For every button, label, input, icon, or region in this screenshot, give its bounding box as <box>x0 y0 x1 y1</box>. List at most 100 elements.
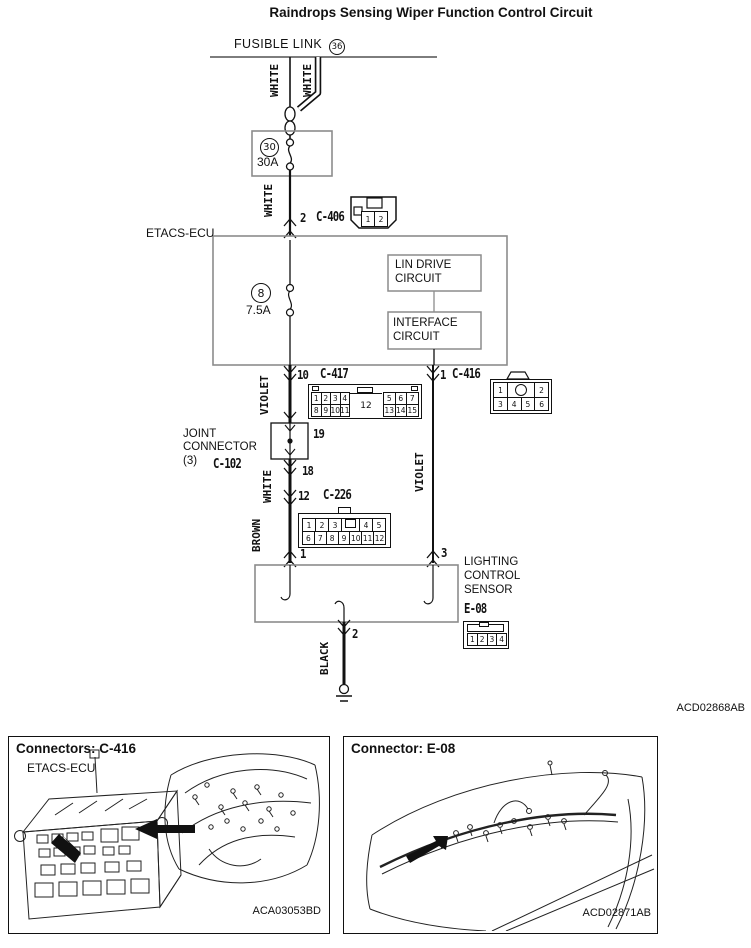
pin-cell: 1 <box>468 634 477 645</box>
fl-terminal-top <box>284 106 296 122</box>
fuse30-terminal-top <box>285 138 295 147</box>
dash-outline-right <box>306 764 320 866</box>
dash-outline-bottom <box>178 864 308 884</box>
sensor-hook-middle <box>334 600 345 609</box>
dash-to-ecu-arrow <box>135 819 195 839</box>
fuse8-element <box>287 290 293 310</box>
ecu-top-detail <box>54 798 148 816</box>
c417-latch-bar <box>349 393 382 394</box>
c416-keyway-circle <box>515 384 527 396</box>
panel-left-component-label: ETACS-ECU <box>27 761 96 775</box>
fl-terminal-bottom <box>284 120 296 136</box>
c226-pin-number: 12 <box>298 488 310 503</box>
fuse8-terminal-bottom <box>285 308 295 317</box>
e08-pin-grid: 1 2 3 4 <box>467 633 507 646</box>
connector-location-panel-c416: Connectors: C-416 ETACS-ECU <box>8 736 330 934</box>
pin-cell: 5 <box>384 393 395 404</box>
pin-cell: 8 <box>312 405 321 416</box>
sensor-name-line2: CONTROL <box>464 570 521 582</box>
pin-cell: 3 <box>494 398 507 410</box>
c226-pin-grid-row1: 1 2 3 4 5 <box>302 518 386 532</box>
sensor-pin-left: 1 <box>300 546 306 561</box>
sensor-hook-right <box>423 597 434 605</box>
dash-harness-stems <box>194 788 274 818</box>
junction-c226 <box>283 489 297 506</box>
etacs-ecu-label: ETACS-ECU <box>146 226 215 240</box>
c406-icon-tab <box>366 197 383 209</box>
sensor-pin-bottom: 2 <box>352 626 358 641</box>
e08-notch <box>479 622 489 627</box>
c416-icon-tab <box>505 371 531 380</box>
wire-label-violet-right: VIOLET <box>413 452 426 492</box>
joint-node-dot <box>287 438 293 444</box>
e08-location-arrow <box>406 836 448 863</box>
wire-label-white-mid: WHITE <box>262 183 275 217</box>
pin-cell: 11 <box>362 532 374 544</box>
interface-line1: INTERFACE <box>393 317 458 329</box>
c417-tab-right <box>411 386 418 391</box>
pin-cell: 3 <box>331 393 340 404</box>
a-pillar-right <box>615 776 646 930</box>
pin-cell: 6 <box>395 393 406 404</box>
ecu-connector-arrow <box>51 834 81 863</box>
pin-cell: 15 <box>407 405 418 416</box>
pin-cell: 9 <box>338 532 350 544</box>
pin-cell: 9 <box>321 405 330 416</box>
pin-cell: 4 <box>340 393 349 404</box>
pin-cell: 2 <box>477 634 487 645</box>
pin-cell: 10 <box>330 405 341 416</box>
fuse8-terminal-top <box>285 283 295 293</box>
joint-inner-arrows <box>284 424 296 456</box>
interface-line2: CIRCUIT <box>393 331 440 343</box>
pin-cell: 1 <box>362 212 374 226</box>
joint-label-line1: JOINT <box>183 428 217 440</box>
c226-latch <box>338 507 351 514</box>
fusible-link-number: 36 <box>329 39 345 55</box>
wire-label-violet-left: VIOLET <box>258 375 271 415</box>
pin-cell: 5 <box>373 519 385 531</box>
wire-label-black: BLACK <box>318 641 331 675</box>
pin-cell: 14 <box>395 405 406 416</box>
junction-joint-in <box>283 411 297 420</box>
c416-pin-grid-row1: 1 2 <box>493 382 549 398</box>
sensor-hook-left <box>280 593 291 601</box>
pin-cell: 6 <box>303 532 314 544</box>
panel-right-code: ACD02871AB <box>582 907 652 919</box>
c406-pin-number: 2 <box>300 210 306 225</box>
fuse8-rating: 7.5A <box>246 303 271 317</box>
ecu-antenna <box>94 756 98 794</box>
ecu-location-illustration <box>14 749 320 920</box>
fuse30-box <box>251 130 333 177</box>
pin-cell: 7 <box>314 532 326 544</box>
pin-cell: 1 <box>312 393 321 404</box>
lin-drive-line1: LIN DRIVE <box>395 259 452 271</box>
fuse30-number: 30 <box>260 138 279 157</box>
c416-name: C-416 <box>452 367 481 382</box>
page-title: Raindrops Sensing Wiper Function Control… <box>269 5 593 20</box>
pin-cell <box>342 519 359 531</box>
dash-outline-top <box>170 753 316 776</box>
pin-cell: 12 <box>374 532 385 544</box>
fuse30-rating: 30A <box>257 155 279 169</box>
pin-cell: 2 <box>316 519 328 531</box>
pin-cell: 4 <box>360 519 372 531</box>
c417-icon: 1 2 3 4 8 9 10 11 12 5 6 7 13 14 15 <box>308 384 422 419</box>
pin-cell: 8 <box>326 532 338 544</box>
ground-terminal <box>338 683 350 695</box>
pin-cell: 2 <box>535 383 548 397</box>
fusible-link-label: FUSIBLE LINK <box>234 37 323 51</box>
pin-cell: 3 <box>329 519 341 531</box>
wire-label-white-joint: WHITE <box>261 469 274 503</box>
pin-cell: 6 <box>535 398 548 410</box>
windshield-location-illustration <box>366 760 655 931</box>
cowl-lower <box>369 908 487 931</box>
windshield-left-edge <box>366 834 373 910</box>
connector-location-panel-e08: Connector: E-08 <box>343 736 658 934</box>
circuit-linework <box>210 56 531 702</box>
pin-cell: 11 <box>339 405 350 416</box>
a-pillar-inner <box>607 798 632 928</box>
dash-outline-left <box>164 774 180 870</box>
panel-right-title: Connector: E-08 <box>351 741 456 756</box>
joint-pin-in: 19 <box>313 426 325 441</box>
fuse8-number: 8 <box>251 283 271 303</box>
